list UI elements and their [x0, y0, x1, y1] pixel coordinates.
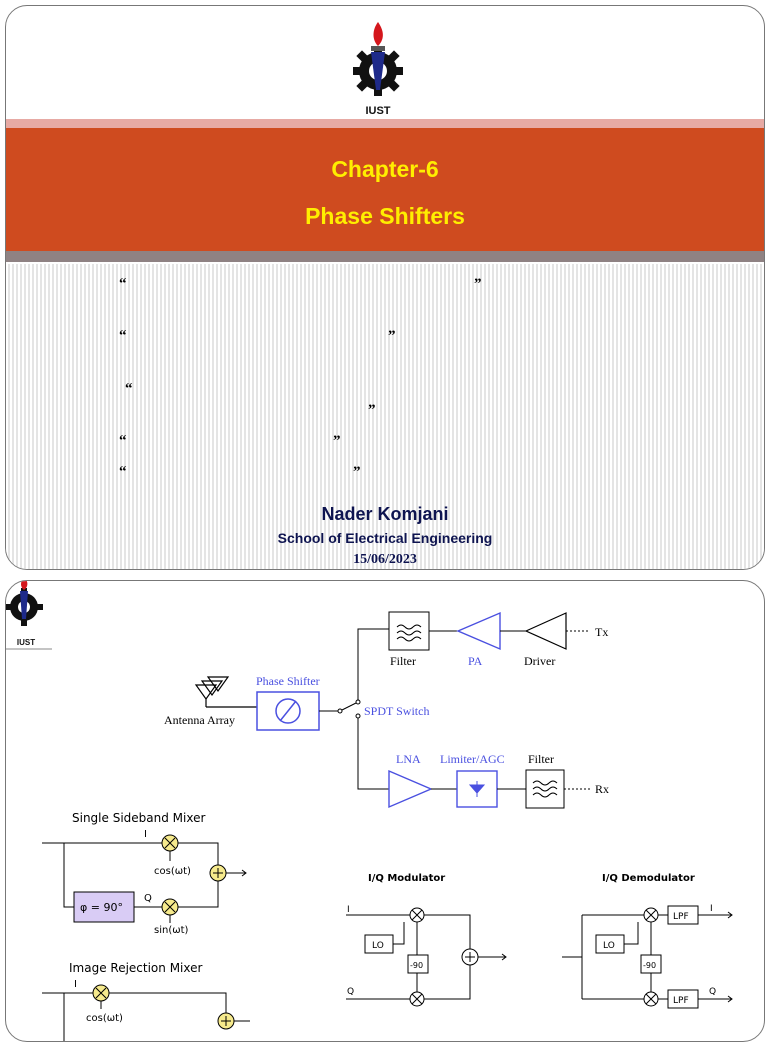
iq-demod-lpf-label: LPF — [673, 996, 689, 1006]
ssb-sin-label: sin(ωt) — [154, 925, 189, 936]
phase-symbol-icon — [275, 698, 301, 724]
gear-icon — [6, 581, 43, 626]
phase-90-block — [73, 891, 135, 923]
diagrams-canvas: IUST Antenna Array Phase Shifter — [6, 581, 733, 1041]
pa-label: PA — [468, 654, 483, 668]
iq-mod-lo-label: LO — [372, 941, 384, 951]
rx-filter-block — [525, 769, 565, 809]
quote-close: ” — [353, 464, 361, 480]
quote-open: “ — [119, 328, 127, 344]
iq-demod-q-label: Q — [709, 987, 716, 997]
iq-demod-shift-label: -90 — [643, 961, 656, 970]
quote-open: “ — [119, 276, 127, 292]
title-banner — [6, 128, 764, 251]
iust-logo: IUST — [6, 581, 43, 647]
ssb-title: Single Sideband Mixer — [72, 811, 205, 825]
author-name: Nader Komjani — [321, 504, 449, 524]
chapter-label: Chapter-6 — [331, 156, 439, 182]
limiter-label: Limiter/AGC — [440, 752, 505, 766]
ssb-i-label: I — [144, 829, 147, 840]
ssb-mixer-diagram: Single Sideband Mixer φ = 90° I Q cos(ωt… — [42, 811, 247, 936]
irm-cos-label: cos(ωt) — [86, 1013, 123, 1024]
title-slide: IUST Chapter-6 Phase Shifters “ ” “ ” “ … — [5, 5, 765, 570]
quote-open: “ — [125, 381, 133, 397]
presentation-date: 15/06/2023 — [353, 552, 417, 567]
antenna-array-icon — [194, 676, 257, 708]
iq-demod-title: I/Q Demodulator — [602, 873, 695, 884]
quote-open: “ — [119, 433, 127, 449]
iq-demod-lpf-label: LPF — [673, 912, 689, 922]
rf-frontend-diagram: Antenna Array Phase Shifter SPDT Switch … — [164, 611, 609, 809]
accent-bar-top — [6, 119, 764, 128]
quote-close: ” — [474, 276, 482, 292]
iq-mod-shift-label: -90 — [410, 961, 423, 970]
tx-filter-block — [388, 611, 430, 651]
tx-filter-label: Filter — [390, 654, 416, 668]
iq-mod-i-label: I — [347, 905, 350, 915]
spdt-label: SPDT Switch — [364, 704, 429, 718]
torch-icon — [371, 22, 385, 90]
tx-port-label: Tx — [595, 625, 608, 639]
pa-amplifier — [456, 611, 501, 651]
quote-close: ” — [388, 328, 396, 344]
iq-modulator-diagram: I/Q Modulator I Q LO -90 — [346, 873, 507, 1007]
rx-filter-label: Filter — [528, 752, 554, 766]
quote-open: “ — [119, 464, 127, 480]
slide-title: Phase Shifters — [305, 203, 465, 229]
quote-close: ” — [368, 402, 376, 418]
phi-label: φ = 90° — [80, 901, 123, 914]
iust-logo: IUST — [353, 22, 403, 117]
image-rejection-diagram: Image Rejection Mixer I cos(ωt) — [42, 961, 250, 1041]
school-name: School of Electrical Engineering — [277, 530, 493, 546]
logo-text: IUST — [17, 638, 35, 647]
iq-demod-lo-label: LO — [603, 941, 615, 951]
antenna-label: Antenna Array — [164, 713, 235, 727]
irm-i-label: I — [74, 979, 77, 990]
content-slide: IUST Antenna Array Phase Shifter — [5, 580, 765, 1042]
irm-title: Image Rejection Mixer — [69, 961, 202, 975]
switch-contact — [355, 699, 361, 705]
phase-shifter-label: Phase Shifter — [256, 674, 320, 688]
iq-demod-i-label: I — [710, 904, 713, 914]
lna-amplifier — [388, 769, 433, 809]
accent-bar-bottom — [6, 251, 764, 262]
phase-shift-block — [407, 954, 429, 974]
quote-close: ” — [333, 433, 341, 449]
driver-amplifier — [524, 612, 567, 650]
striped-background — [6, 264, 764, 569]
lna-label: LNA — [396, 752, 421, 766]
iq-demodulator-diagram: I/Q Demodulator LO -90 LPF LPF I Q — [562, 873, 733, 1009]
ssb-q-label: Q — [144, 893, 152, 904]
ssb-cos-label: cos(ωt) — [154, 866, 191, 877]
rx-port-label: Rx — [595, 782, 609, 796]
driver-label: Driver — [524, 654, 555, 668]
iq-mod-title: I/Q Modulator — [368, 873, 445, 884]
logo-text: IUST — [365, 105, 390, 117]
iq-mod-q-label: Q — [347, 987, 354, 997]
